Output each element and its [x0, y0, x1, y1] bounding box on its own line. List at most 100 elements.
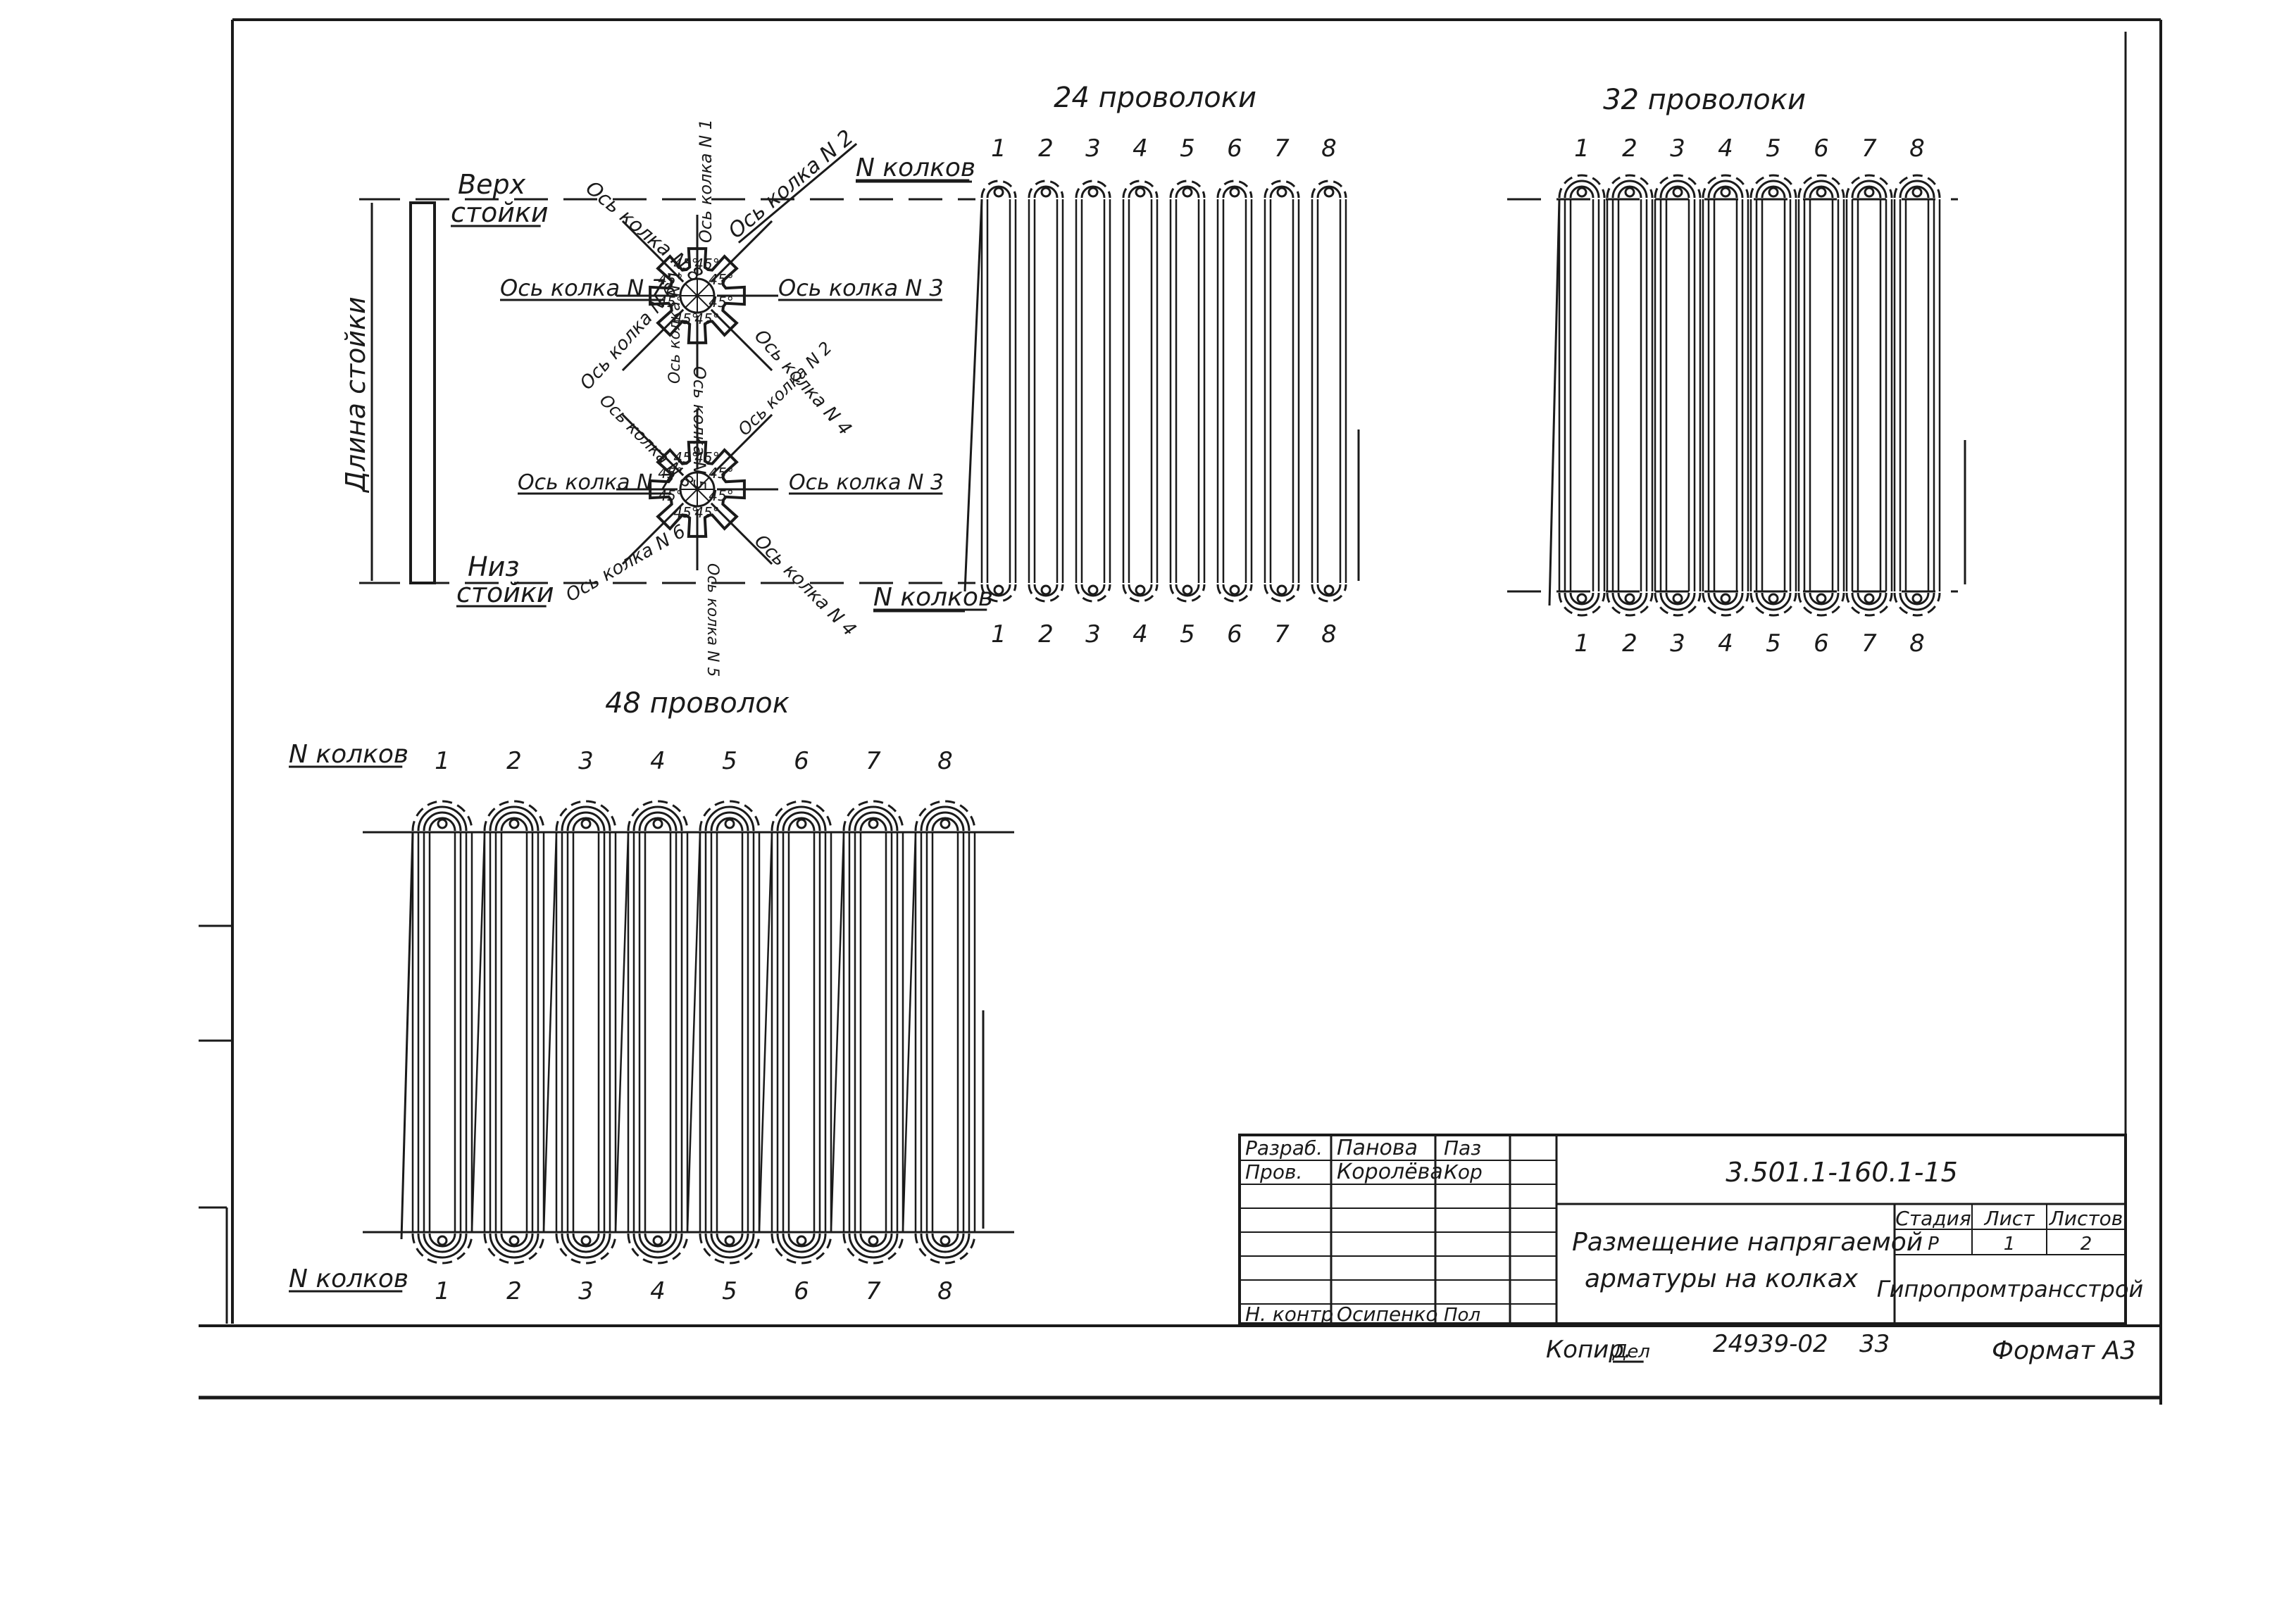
wire-loop-bottom	[561, 1233, 611, 1259]
peg-number-bottom: 6	[794, 1277, 809, 1305]
peg-5: 55	[1169, 134, 1206, 648]
wire-loop-bottom	[1904, 592, 1930, 606]
peg-number-bottom: 2	[506, 1277, 522, 1305]
name-developer: Панова	[1337, 1136, 1418, 1160]
wire-loop-bottom	[1169, 584, 1206, 603]
peg-number-bottom: 4	[650, 1277, 666, 1305]
peg-center-bottom	[940, 1235, 951, 1246]
lower-wheel-axes: 45°45°45°45°45°45°45°45°	[616, 408, 778, 570]
wire-loop-top	[1558, 174, 1606, 199]
angle-label: 45°	[658, 271, 682, 288]
wire-lead-in	[400, 832, 414, 1240]
peg-2: 22	[1028, 134, 1064, 648]
wire-crossover	[542, 832, 558, 1233]
peg-number-top: 4	[1133, 134, 1148, 163]
upper-axis-label-2-underline	[737, 143, 858, 244]
scheme-title: 24 проволоки	[1054, 82, 1256, 114]
angle-label: 45°	[673, 504, 698, 521]
wire-loop-bottom	[1311, 584, 1347, 603]
wire-loop-bottom	[848, 1233, 899, 1259]
wire-loop-top	[931, 817, 959, 832]
peg-8: 88	[1311, 134, 1347, 648]
wire-loop-top	[1611, 180, 1648, 199]
wire-loop-bottom	[980, 584, 1017, 603]
peg-center-top	[1576, 187, 1587, 198]
wire-loop-bottom	[854, 1233, 893, 1253]
hub-spoke	[697, 477, 710, 490]
peg-center-bottom	[868, 1235, 879, 1246]
wire-loop-top	[561, 805, 611, 832]
wire-loop-top	[1797, 174, 1845, 199]
peg-number-bottom: 1	[991, 620, 1006, 648]
peg-number-top: 1	[1574, 134, 1590, 163]
peg-row-label-bottom: N колков	[873, 583, 993, 612]
peg-center-bottom	[1182, 584, 1193, 596]
wire-loop-top	[842, 800, 904, 832]
peg-number-bottom: 3	[1085, 620, 1101, 648]
wire-loop-top	[925, 811, 965, 832]
wire-loop-top	[710, 811, 749, 832]
peg-center-bottom	[1229, 584, 1240, 596]
wire-loop-top	[1216, 180, 1253, 199]
wire-loop-top	[500, 817, 528, 832]
wire-loop-top	[483, 800, 545, 832]
wire-loop-top	[704, 805, 755, 832]
wire-loop-top	[555, 800, 617, 832]
peg-1: 11	[411, 747, 473, 1305]
wire-loop-bottom	[1797, 592, 1845, 617]
peg-6: 66	[770, 747, 832, 1305]
wire-loop-bottom	[644, 1233, 672, 1248]
peg-number-top: 5	[722, 747, 737, 775]
peg-center-top	[1087, 187, 1099, 198]
footer-copy-label: Копир.	[1546, 1336, 1632, 1364]
peg-number-top: 4	[650, 747, 666, 775]
peg-label-top: N колков	[289, 740, 408, 769]
wire-crossover	[686, 832, 701, 1233]
wire-crossover	[758, 832, 773, 1233]
wire-loop-top	[1617, 185, 1642, 199]
wire-crossover	[614, 832, 630, 1233]
role-checker: Пров.	[1245, 1160, 1302, 1184]
role-developer: Разраб.	[1245, 1136, 1323, 1160]
wire-loop-bottom	[572, 1233, 600, 1248]
peg-number-bottom: 5	[722, 1277, 737, 1305]
peg-axis-8	[621, 220, 685, 283]
wire-loop-bottom	[699, 1233, 761, 1265]
angle-label: 45°	[658, 465, 682, 482]
peg-number-bottom: 8	[937, 1277, 953, 1305]
peg-3: 33	[1654, 134, 1702, 658]
wire-loop-top	[782, 811, 821, 832]
peg-number-bottom: 3	[1670, 629, 1685, 658]
wire-loop-bottom	[1659, 592, 1696, 611]
wire-loop-bottom	[1569, 592, 1595, 606]
upper-axis-label-2: Ось колка N 2	[724, 125, 859, 244]
peg-number-top: 2	[1622, 134, 1637, 163]
signature-developer: Паз	[1444, 1136, 1481, 1160]
wire-loop-top	[699, 800, 761, 832]
wire-loop-bottom	[1558, 592, 1606, 617]
wire-loop-top	[1713, 185, 1738, 199]
peg-axis-2	[710, 220, 773, 283]
wire-loop-top	[1654, 174, 1702, 199]
wire-loop-bottom	[632, 1233, 683, 1259]
length-label: Длина стойки	[340, 296, 371, 494]
peg-center-top	[1624, 187, 1635, 198]
wire-loop-bottom	[1122, 584, 1159, 603]
angle-label: 45°	[673, 449, 698, 466]
peg-center-bottom	[1720, 593, 1731, 604]
peg-number-top: 6	[1814, 134, 1829, 163]
footer-inventory-number: 24939-02	[1713, 1330, 1828, 1358]
wire-loop-bottom	[483, 1233, 545, 1265]
wire-loop-bottom	[704, 1233, 755, 1259]
angle-label: 45°	[658, 487, 682, 504]
wire-loop-bottom	[986, 584, 1011, 597]
wire-loop-top	[1169, 180, 1206, 199]
wire-loop-bottom	[1175, 584, 1200, 597]
wire-loop-bottom	[489, 1233, 539, 1259]
header-sheet: Лист	[1984, 1207, 2035, 1230]
peg-center-bottom	[509, 1235, 520, 1246]
wire-loop-bottom	[770, 1233, 832, 1265]
peg-center-bottom	[1135, 584, 1146, 596]
